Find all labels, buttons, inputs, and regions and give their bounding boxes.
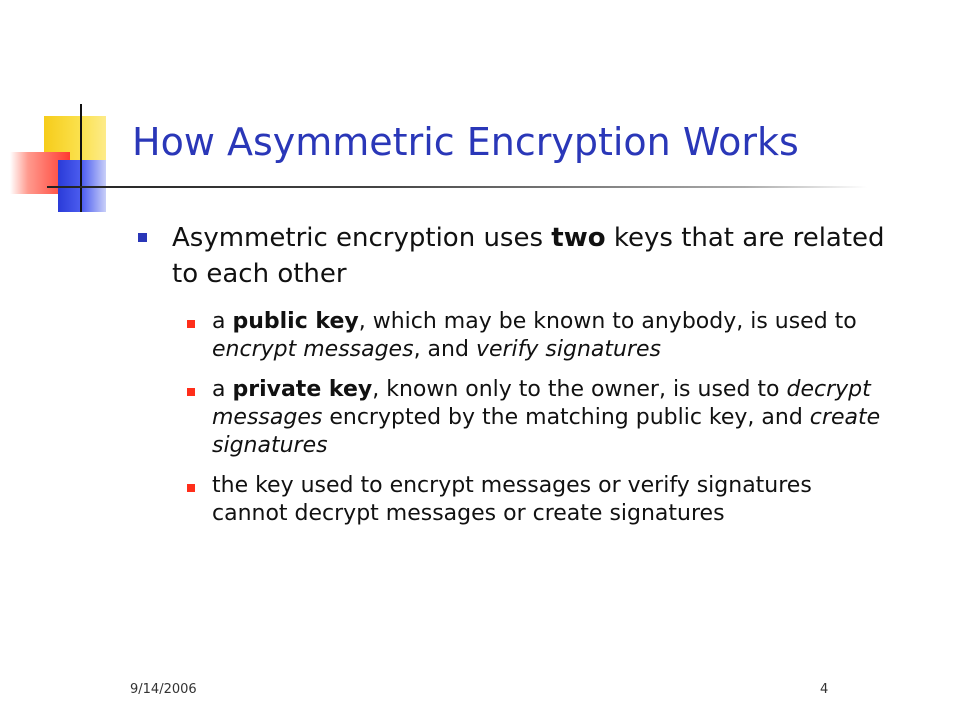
title-underline-rule [47, 186, 867, 188]
sub-bullet-key-limitation: the key used to encrypt messages or veri… [130, 472, 890, 528]
square-bullet-icon [187, 484, 195, 492]
bullet-text: keys that are related to each other [172, 223, 885, 289]
decorative-logo [0, 0, 130, 230]
footer-date: 9/14/2006 [130, 682, 197, 697]
bullet-bold-text: private key [232, 377, 373, 402]
square-bullet-icon [187, 320, 195, 328]
bullet-text: , and [413, 337, 476, 362]
bullet-text: encrypted by the matching public key, an… [322, 405, 810, 430]
bullet-italic-text: encrypt messages [212, 337, 414, 362]
page-number: 4 [820, 682, 829, 697]
bullet-text: the key used to encrypt messages or veri… [212, 473, 812, 526]
bullet-text: a [212, 377, 233, 402]
vertical-rule [80, 104, 82, 212]
bullet-italic-text: create signatures [212, 405, 881, 458]
square-bullet-icon [138, 233, 147, 242]
slide-title: How Asymmetric Encryption Works [132, 120, 799, 164]
bullet-text: , which may be known to anybody, is used… [358, 309, 857, 334]
sub-bullet-public-key: a public key, which may be known to anyb… [130, 308, 890, 364]
sub-bullet-private-key: a private key, known only to the owner, … [130, 376, 890, 460]
bullet-italic-text: verify signatures [475, 337, 661, 362]
bullet-item-main: Asymmetric encryption uses two keys that… [130, 220, 890, 292]
bullet-bold-text: two [551, 223, 606, 253]
bullet-list: Asymmetric encryption uses two keys that… [130, 220, 890, 528]
bullet-text: a [212, 309, 233, 334]
bullet-text: Asymmetric encryption uses [172, 223, 552, 253]
bullet-text: , known only to the owner, is used to [372, 377, 787, 402]
bullet-bold-text: public key [232, 309, 359, 334]
bullet-italic-text: decrypt messages [212, 377, 871, 430]
square-bullet-icon [187, 388, 195, 396]
